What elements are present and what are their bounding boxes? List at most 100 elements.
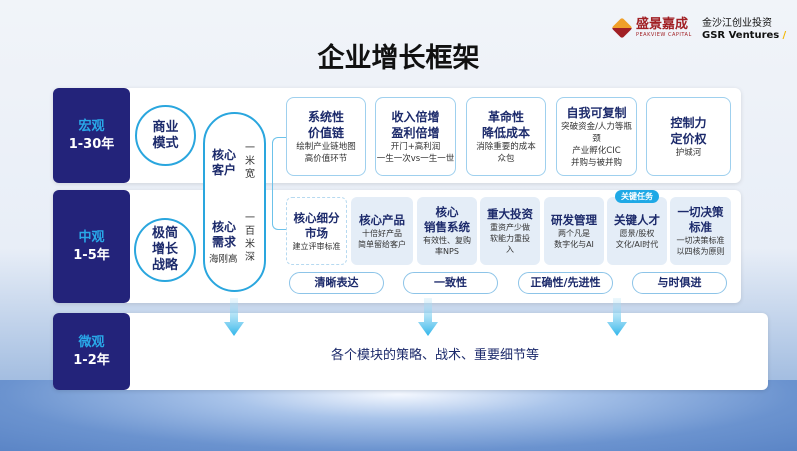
- strategy-line: 增长: [151, 242, 178, 257]
- principle-pill: 一致性: [403, 272, 498, 294]
- key-task-badge: 关键任务: [615, 190, 659, 203]
- card-desc: 率NPS: [435, 247, 459, 256]
- card-title: 收入倍增: [391, 109, 440, 124]
- meso-card: 一切决策标准一切决策标准以四核为原则: [670, 197, 731, 265]
- strategy-line: 极简: [151, 226, 178, 241]
- card-desc: 并购与被并购: [570, 157, 622, 168]
- card-title: 核心细分: [293, 210, 340, 225]
- peakview-mark-icon: [611, 17, 633, 39]
- bracket-connector: [272, 137, 286, 230]
- peakview-name: 盛景嘉成: [636, 17, 689, 32]
- level-range: 1-2年: [73, 352, 110, 368]
- core-need-side: 一百米深: [245, 213, 255, 263]
- card-title: 盈利倍增: [391, 125, 440, 140]
- level-name: 中观: [78, 229, 105, 245]
- card-desc: 有效性、复购: [423, 236, 471, 245]
- level-macro: 宏观 1-30年: [53, 88, 130, 183]
- core-need-note: 海刚高: [209, 254, 238, 265]
- card-title: 革命性: [487, 109, 524, 124]
- level-meso: 中观 1-5年: [53, 190, 130, 303]
- core-customer-side: 一米宽: [245, 143, 255, 180]
- card-title: 系统性: [307, 109, 344, 124]
- arrow-down-icon: [224, 298, 244, 336]
- card-desc: 众包: [497, 153, 515, 164]
- card-title: 定价权: [670, 131, 707, 146]
- card-desc: 文化/AI时代: [615, 239, 659, 249]
- macro-card: 系统性价值链绘制产业链地图高价值环节: [286, 97, 366, 176]
- card-title: 一切决策: [677, 205, 724, 219]
- meso-card: 关键人才愿景/股权文化/AI时代: [607, 197, 667, 265]
- principle-pill: 与时俱进: [632, 272, 727, 294]
- level-range: 1-30年: [68, 136, 115, 152]
- card-title: 核心: [435, 205, 459, 219]
- gsr-en: GSR Ventures: [702, 30, 780, 41]
- peakview-en: PEAKVIEW CAPITAL: [636, 32, 692, 38]
- strategy-line: 战略: [151, 258, 178, 273]
- meso-card: 核心细分市场建立评审标准: [286, 197, 347, 265]
- gsr-logo: 金沙江创业投资 GSR Ventures /: [702, 18, 786, 42]
- card-title: 价值链: [307, 125, 344, 140]
- core-customer-line: 核心: [212, 148, 237, 162]
- macro-card: 收入倍增盈利倍增开门+高利润一生一次vs一生一世: [375, 97, 456, 176]
- card-title: 市场: [305, 225, 328, 240]
- micro-description: 各个模块的策略、战术、重要细节等: [330, 348, 539, 363]
- card-desc: 两个凡是: [558, 228, 590, 238]
- meso-card: 研发管理两个凡是数字化与AI: [544, 197, 604, 265]
- arrow-down-icon: [607, 298, 627, 336]
- meso-card: 核心销售系统有效性、复购率NPS: [417, 197, 477, 265]
- level-name: 微观: [78, 334, 105, 350]
- gsr-slash-icon: /: [782, 30, 787, 41]
- core-pill: [203, 112, 266, 292]
- card-title: 核心产品: [359, 212, 405, 227]
- meso-card: 核心产品十倍好产品简单留给客户: [351, 197, 413, 265]
- business-model-circle: 商业 模式: [135, 105, 196, 166]
- card-title: 销售系统: [424, 220, 470, 234]
- level-range: 1-5年: [73, 247, 110, 263]
- core-customer-line: 客户: [212, 163, 237, 177]
- meso-card: 重大投资重资产少做软能力重投入: [480, 197, 540, 265]
- card-desc: 十倍好产品: [362, 228, 402, 238]
- level-micro: 微观 1-2年: [53, 313, 130, 390]
- card-desc: 入: [506, 245, 514, 254]
- card-desc: 简单留给客户: [358, 239, 406, 249]
- core-customer: 核心客户: [212, 148, 236, 178]
- core-need: 核心需求: [212, 220, 236, 250]
- card-desc: 绘制产业链地图: [296, 141, 356, 152]
- gsr-name: 金沙江创业投资: [702, 18, 772, 29]
- card-title: 重大投资: [487, 207, 533, 221]
- card-desc: 高价值环节: [304, 153, 348, 164]
- card-desc: 消除重要的成本: [476, 141, 536, 152]
- card-title: 降低成本: [481, 125, 530, 140]
- card-desc: 一切决策标准: [676, 236, 725, 245]
- principle-pill: 清晰表达: [289, 272, 384, 294]
- card-desc: 以四核为原则: [676, 247, 725, 256]
- card-title: 控制力: [670, 115, 707, 130]
- page-title: 企业增长框架: [317, 43, 480, 74]
- card-title: 关键人才: [614, 212, 660, 227]
- card-desc: 一生一次vs一生一世: [376, 153, 455, 164]
- principle-pill: 正确性/先进性: [518, 272, 613, 294]
- macro-card: 革命性降低成本消除重要的成本众包: [466, 97, 546, 176]
- card-desc: 建立评审标准: [292, 241, 341, 251]
- card-desc: 数字化与AI: [554, 239, 594, 249]
- card-desc: 愿景/股权: [619, 228, 655, 238]
- card-desc: 突破资金/人力等瓶颈: [561, 121, 632, 144]
- card-desc: 护城河: [675, 147, 702, 158]
- peakview-logo: 盛景嘉成 PEAKVIEW CAPITAL: [611, 17, 692, 39]
- card-title: 自我可复制: [566, 105, 627, 120]
- micro-band: [53, 313, 768, 390]
- background-road: [0, 380, 797, 451]
- core-need-line: 需求: [212, 235, 237, 249]
- card-title: 标准: [689, 220, 712, 234]
- card-desc: 产业孵化CIC: [572, 145, 621, 156]
- arrow-down-icon: [418, 298, 438, 336]
- card-title: 研发管理: [551, 212, 597, 227]
- card-desc: 软能力重投: [490, 234, 530, 243]
- strategy-circle: 极简 增长 战略: [134, 218, 196, 282]
- card-desc: 重资产少做: [490, 223, 530, 232]
- card-desc: 开门+高利润: [390, 141, 441, 152]
- level-name: 宏观: [78, 118, 105, 134]
- macro-card: 控制力定价权护城河: [646, 97, 731, 176]
- core-need-line: 核心: [212, 220, 237, 234]
